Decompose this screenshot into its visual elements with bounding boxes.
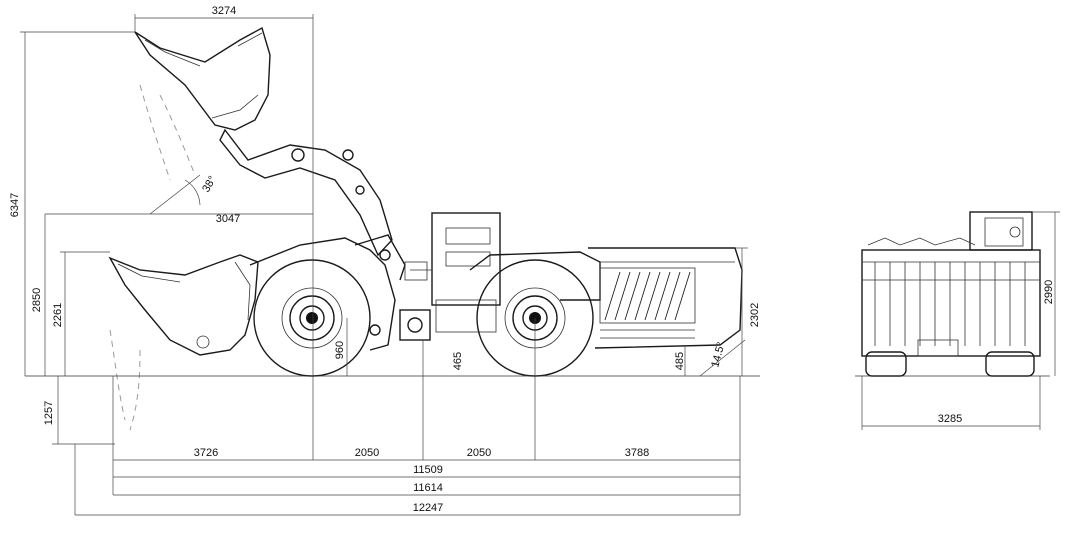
dim-11614: 11614 [413, 482, 443, 494]
dim-2302: 2302 [749, 303, 761, 327]
dim-3285: 3285 [938, 413, 962, 425]
side-view: 3274 6347 3047 38° 2850 2261 1257 [9, 5, 761, 516]
dim-2990: 2990 [1043, 280, 1055, 304]
articulation-joint [399, 309, 431, 341]
dim-960: 960 [334, 341, 346, 359]
dim-3047: 3047 [216, 213, 240, 225]
dim-3274: 3274 [212, 5, 236, 17]
rear-view: 2990 3285 [855, 211, 1060, 430]
side-dimensions: 3274 6347 3047 38° 2850 2261 1257 [9, 5, 761, 516]
dim-12247: 12247 [413, 502, 444, 514]
dim-465: 465 [452, 352, 464, 370]
dim-3726: 3726 [194, 447, 218, 459]
dim-11509: 11509 [413, 464, 443, 476]
dim-485: 485 [674, 352, 686, 370]
raised-bucket [134, 26, 271, 131]
dim-6347: 6347 [9, 193, 21, 217]
bucket-swing-ghost [109, 84, 196, 431]
front-wheel [253, 259, 371, 377]
dim-2050-a: 2050 [355, 447, 379, 459]
dim-38deg: 38° [200, 174, 219, 194]
lowered-bucket [108, 254, 259, 356]
dim-2050-b: 2050 [467, 447, 491, 459]
dim-3788: 3788 [625, 447, 649, 459]
dim-2261: 2261 [52, 303, 64, 327]
rear-body [469, 247, 743, 349]
front-frame [249, 234, 406, 351]
dim-2850: 2850 [31, 288, 43, 312]
dim-1257: 1257 [43, 401, 55, 425]
lift-arm [219, 128, 393, 257]
engine-grille [599, 267, 696, 339]
operator-cab [404, 212, 501, 333]
